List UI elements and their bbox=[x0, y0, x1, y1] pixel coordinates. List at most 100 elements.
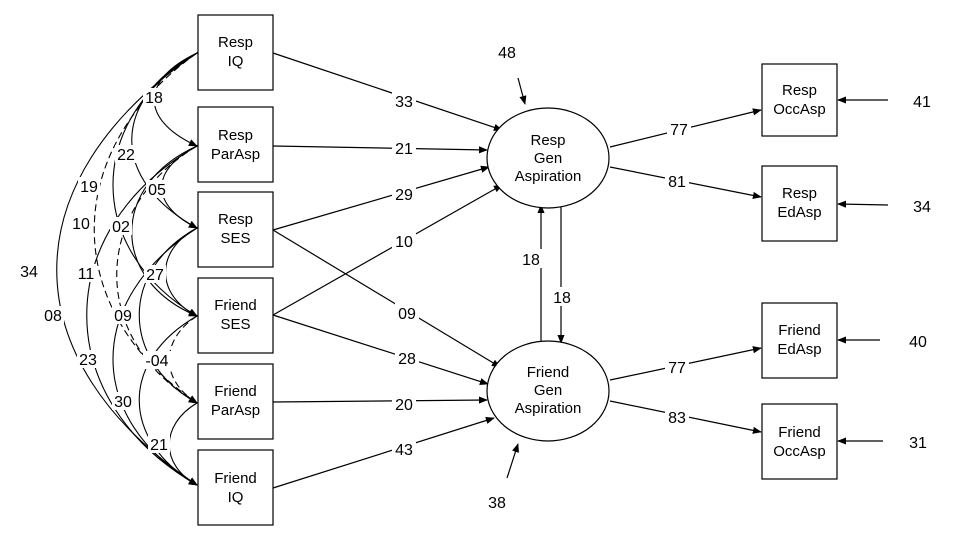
corr-curve-resp-ses-friend-ses bbox=[164, 221, 206, 317]
path-coef-label: 43 bbox=[395, 442, 413, 459]
node-label: Friend bbox=[778, 322, 821, 339]
node-label: IQ bbox=[228, 53, 244, 70]
corr-label: 30 bbox=[114, 394, 132, 411]
node-friend-occasp: Friend OccAsp bbox=[761, 403, 838, 480]
corr-label: 11 bbox=[78, 266, 95, 283]
residual-label: 40 bbox=[909, 334, 927, 351]
residual-label: 31 bbox=[909, 435, 927, 452]
latent-variables: Resp Gen Aspiration Friend Gen Aspiratio… bbox=[486, 107, 610, 442]
node-label: Aspiration bbox=[515, 400, 582, 417]
indicator-variables: Resp OccAsp Resp EdAsp Friend EdAsp Frie… bbox=[761, 63, 838, 480]
corr-label: 34 bbox=[20, 264, 38, 281]
node-label: SES bbox=[220, 230, 250, 247]
node-label: Gen bbox=[534, 150, 562, 167]
path-coef-label: 18 bbox=[522, 252, 540, 269]
path-coef-label: 21 bbox=[395, 141, 413, 158]
residual-label: 41 bbox=[913, 94, 931, 111]
corr-label: 02 bbox=[112, 219, 130, 236]
node-label: Friend bbox=[778, 424, 821, 441]
path-labels: 33 21 29 10 09 28 20 43 18 18 77 81 77 8… bbox=[392, 45, 931, 512]
corr-label: 08 bbox=[44, 308, 62, 325]
path-coef-label: 18 bbox=[553, 290, 571, 307]
node-friend-parasp: Friend ParAsp bbox=[197, 363, 274, 440]
residual-label: 34 bbox=[913, 199, 931, 216]
corr-label: 21 bbox=[150, 437, 168, 454]
corr-curve-resp-parasp-friend-iq bbox=[86, 138, 206, 486]
corr-curve-friend-ses-friend-parasp bbox=[168, 308, 206, 404]
loading-label: 77 bbox=[668, 360, 686, 377]
path-friend-ses-to-resp-gen bbox=[272, 184, 503, 316]
loading-label: 77 bbox=[670, 122, 688, 139]
corr-curve-resp-parasp-friend-ses bbox=[131, 139, 206, 317]
path-friend-iq-to-friend-gen bbox=[272, 417, 495, 489]
corr-curve-friend-parasp-friend-iq bbox=[168, 395, 206, 486]
node-label: Friend bbox=[214, 383, 257, 400]
node-label: EdAsp bbox=[777, 341, 821, 358]
path-friend-ses-to-friend-gen bbox=[272, 314, 489, 385]
correlation-labels: 18 22 05 19 02 27 10 11 09 -04 34 08 23 … bbox=[18, 88, 171, 454]
node-label: Friend bbox=[214, 297, 257, 314]
loading-label: 81 bbox=[668, 174, 686, 191]
exogenous-variables: Resp IQ Resp ParAsp Resp SES Friend SES … bbox=[197, 14, 274, 526]
node-label: OccAsp bbox=[773, 101, 826, 118]
loading-label: 83 bbox=[668, 410, 686, 427]
node-label: Friend bbox=[214, 470, 257, 487]
node-label: ParAsp bbox=[211, 146, 260, 163]
node-label: SES bbox=[220, 316, 250, 333]
node-label: OccAsp bbox=[773, 443, 826, 460]
residual-arrow-resp-edasp bbox=[837, 200, 889, 208]
corr-curve-resp-iq-friend-ses bbox=[112, 45, 206, 317]
node-label: Gen bbox=[534, 382, 562, 399]
corr-curve-resp-ses-friend-parasp bbox=[138, 220, 206, 404]
disturbance-arrow-resp-gen bbox=[517, 77, 527, 105]
corr-label: 18 bbox=[145, 90, 163, 107]
path-resp-ses-to-resp-gen bbox=[272, 165, 490, 231]
node-label: Resp bbox=[530, 132, 565, 149]
corr-label: 19 bbox=[80, 179, 98, 196]
corr-label: 05 bbox=[148, 182, 166, 199]
node-resp-parasp: Resp ParAsp bbox=[197, 106, 274, 183]
path-coef-label: 28 bbox=[398, 351, 416, 368]
disturbance-label: 38 bbox=[488, 495, 506, 512]
path-coef-label: 33 bbox=[395, 94, 413, 111]
path-friend-parasp-to-friend-gen bbox=[272, 396, 488, 404]
corr-curve-resp-ses-friend-iq bbox=[112, 220, 206, 486]
path-resp-parasp-to-resp-gen bbox=[272, 145, 488, 154]
node-label: Resp bbox=[218, 211, 253, 228]
node-resp-iq: Resp IQ bbox=[197, 14, 274, 91]
node-label: EdAsp bbox=[777, 204, 821, 221]
node-label: Aspiration bbox=[515, 168, 582, 185]
corr-label: 27 bbox=[146, 267, 164, 284]
node-friend-iq: Friend IQ bbox=[197, 449, 274, 526]
path-coef-label: 20 bbox=[395, 397, 413, 414]
corr-curve-resp-iq-resp-ses bbox=[131, 45, 206, 229]
path-resp-ses-to-friend-gen bbox=[272, 229, 501, 368]
corr-curve-friend-ses-friend-iq bbox=[138, 308, 206, 486]
node-label: Resp bbox=[218, 127, 253, 144]
measurement-paths bbox=[609, 108, 762, 434]
node-friend-ses: Friend SES bbox=[197, 277, 274, 354]
node-resp-gen-aspiration: Resp Gen Aspiration bbox=[486, 107, 610, 209]
corr-curve-resp-parasp-friend-parasp bbox=[116, 138, 206, 404]
node-label: Resp bbox=[782, 185, 817, 202]
corr-label: 22 bbox=[117, 147, 135, 164]
disturbance-arrow-friend-gen bbox=[506, 443, 519, 479]
node-friend-gen-aspiration: Friend Gen Aspiration bbox=[486, 340, 610, 442]
structural-paths bbox=[272, 52, 565, 489]
node-label: Resp bbox=[782, 82, 817, 99]
corr-label: 09 bbox=[114, 308, 132, 325]
corr-label: 10 bbox=[72, 216, 90, 233]
corr-label: 23 bbox=[79, 352, 97, 369]
node-resp-ses: Resp SES bbox=[197, 191, 274, 268]
corr-label: -04 bbox=[145, 353, 168, 370]
residual-paths bbox=[506, 77, 889, 479]
node-friend-edasp: Friend EdAsp bbox=[761, 302, 838, 379]
node-label: Friend bbox=[527, 364, 570, 381]
path-coef-label: 29 bbox=[395, 187, 413, 204]
path-coef-label: 09 bbox=[398, 306, 416, 323]
node-resp-edasp: Resp EdAsp bbox=[761, 165, 838, 242]
node-label: ParAsp bbox=[211, 402, 260, 419]
node-resp-occasp: Resp OccAsp bbox=[761, 63, 838, 137]
node-label: Resp bbox=[218, 34, 253, 51]
